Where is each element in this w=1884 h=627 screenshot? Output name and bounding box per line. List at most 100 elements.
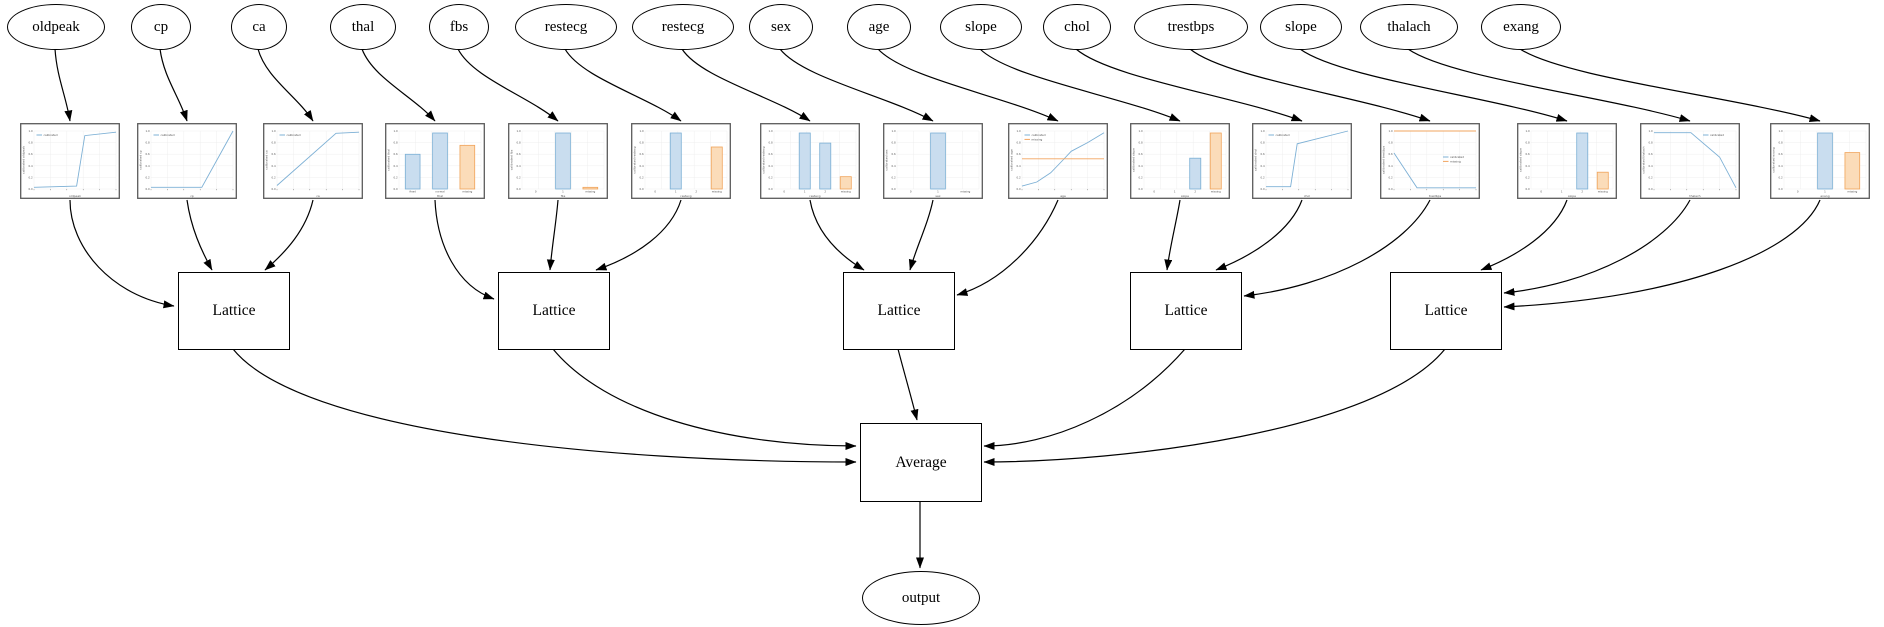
svg-text:missing: missing (1211, 189, 1221, 193)
svg-text:0.6: 0.6 (28, 152, 32, 156)
svg-text:1.0: 1.0 (516, 129, 520, 133)
svg-text:0.0: 0.0 (1388, 187, 1392, 191)
svg-text:0.6: 0.6 (145, 152, 149, 156)
svg-text:0.0: 0.0 (891, 187, 895, 191)
output-node-label: output (901, 589, 941, 606)
lattice-node-1-label: Lattice (212, 302, 256, 319)
chart-ylabel: calibrated chol (1254, 149, 1258, 171)
svg-text:calibrated: calibrated (1450, 155, 1464, 159)
svg-text:0.0: 0.0 (1260, 187, 1264, 191)
edge-calibrator-to-lattice-9 (956, 199, 1059, 296)
chart-ytick-labels: 1.00.80.60.40.20.0 (393, 129, 397, 191)
edge-feature-to-calibrator-sex-8 (779, 48, 934, 122)
edge-lattice-to-average-5 (983, 348, 1446, 466)
feature-node-label: ca (252, 18, 266, 35)
edge-lattice-to-average-3 (897, 348, 919, 421)
edge-feature-to-calibrator-slope-13 (1299, 48, 1568, 122)
svg-text:1.0: 1.0 (1648, 129, 1652, 133)
series-calibrated (276, 131, 360, 186)
edge-calibrator-to-lattice-6 (595, 199, 682, 271)
chart-ylabel: calibrated restecg (762, 146, 766, 173)
svg-text:0.4: 0.4 (639, 164, 643, 168)
feature-node-label: sex (771, 18, 791, 35)
edge-calibrator-to-lattice-3 (264, 199, 314, 271)
feature-node-thal-4: thal (330, 4, 396, 50)
feature-node-label: oldpeak (32, 18, 80, 35)
lattice-node-3: Lattice (843, 272, 955, 350)
svg-text:0: 0 (654, 189, 656, 193)
chart-ylabel: calibrated thalach (1642, 146, 1646, 173)
edge-feature-to-calibrator-trestbps-12 (1189, 48, 1431, 122)
feature-node-oldpeak-1: oldpeak (7, 4, 105, 50)
feature-node-ca-3: ca (231, 4, 287, 50)
svg-text:missing: missing (960, 189, 970, 193)
svg-text:0.8: 0.8 (1778, 141, 1782, 145)
svg-text:0.2: 0.2 (1648, 175, 1652, 179)
edge-feature-to-calibrator-thal-4 (361, 48, 436, 122)
svg-text:0.8: 0.8 (516, 141, 520, 145)
series-calibrated (1393, 152, 1476, 189)
svg-text:0.6: 0.6 (1388, 152, 1392, 156)
svg-text:0.4: 0.4 (891, 164, 895, 168)
feature-node-label: cp (153, 18, 169, 35)
svg-text:1.0: 1.0 (1138, 129, 1142, 133)
svg-text:1: 1 (1561, 189, 1563, 193)
svg-text:0.0: 0.0 (1525, 187, 1529, 191)
chart-grid (1653, 130, 1737, 190)
chart-ytick-labels: 1.00.80.60.40.20.0 (1525, 129, 1529, 191)
svg-text:1.0: 1.0 (1016, 129, 1020, 133)
svg-text:0.8: 0.8 (1648, 141, 1652, 145)
edge-calibrator-to-lattice-4 (434, 199, 495, 300)
svg-text:0.6: 0.6 (271, 152, 275, 156)
chart-xticks (1393, 189, 1477, 191)
series-calibrated (1021, 132, 1105, 187)
svg-text:calibrated: calibrated (161, 133, 175, 137)
svg-text:0.4: 0.4 (1016, 164, 1020, 168)
svg-text:0.2: 0.2 (1260, 175, 1264, 179)
svg-text:0: 0 (910, 189, 912, 193)
chart-xticks (276, 189, 360, 191)
chart-legend: calibrated (153, 133, 175, 137)
chart-ylabel: calibrated age (1010, 149, 1014, 171)
svg-text:1.0: 1.0 (1260, 129, 1264, 133)
svg-text:0.0: 0.0 (393, 187, 397, 191)
svg-text:2: 2 (1581, 189, 1583, 193)
svg-text:0.4: 0.4 (516, 164, 520, 168)
svg-text:0.6: 0.6 (891, 152, 895, 156)
svg-text:fixed: fixed (409, 189, 416, 193)
svg-text:0.8: 0.8 (1138, 141, 1142, 145)
lattice-node-3-label: Lattice (877, 302, 921, 319)
edge-calibrator-to-lattice-15 (1503, 199, 1821, 311)
chart-ylabel: calibrated slope (1519, 148, 1523, 172)
svg-text:0.8: 0.8 (639, 141, 643, 145)
chart-xlabel: restecg (680, 194, 691, 198)
svg-text:calibrated: calibrated (1710, 133, 1724, 137)
svg-text:0.0: 0.0 (271, 187, 275, 191)
chart-ylabel: calibrated exang (1772, 147, 1776, 172)
feature-node-trestbps-12: trestbps (1134, 4, 1248, 50)
svg-text:0.6: 0.6 (639, 152, 643, 156)
svg-text:0: 0 (535, 189, 537, 193)
svg-text:0.2: 0.2 (1138, 175, 1142, 179)
svg-text:0.6: 0.6 (1778, 152, 1782, 156)
svg-text:0.0: 0.0 (1778, 187, 1782, 191)
svg-text:normal: normal (435, 189, 444, 193)
chart-legend: calibrated (1268, 133, 1290, 137)
svg-text:0.6: 0.6 (393, 152, 397, 156)
svg-text:0.2: 0.2 (271, 175, 275, 179)
lattice-node-5: Lattice (1390, 272, 1502, 350)
chart-ytick-labels: 1.00.80.60.40.20.0 (1648, 129, 1652, 191)
svg-text:0.4: 0.4 (1388, 164, 1392, 168)
edge-feature-to-calibrator-ca-3 (257, 48, 314, 122)
edge-feature-to-calibrator-chol-11 (1075, 48, 1303, 122)
